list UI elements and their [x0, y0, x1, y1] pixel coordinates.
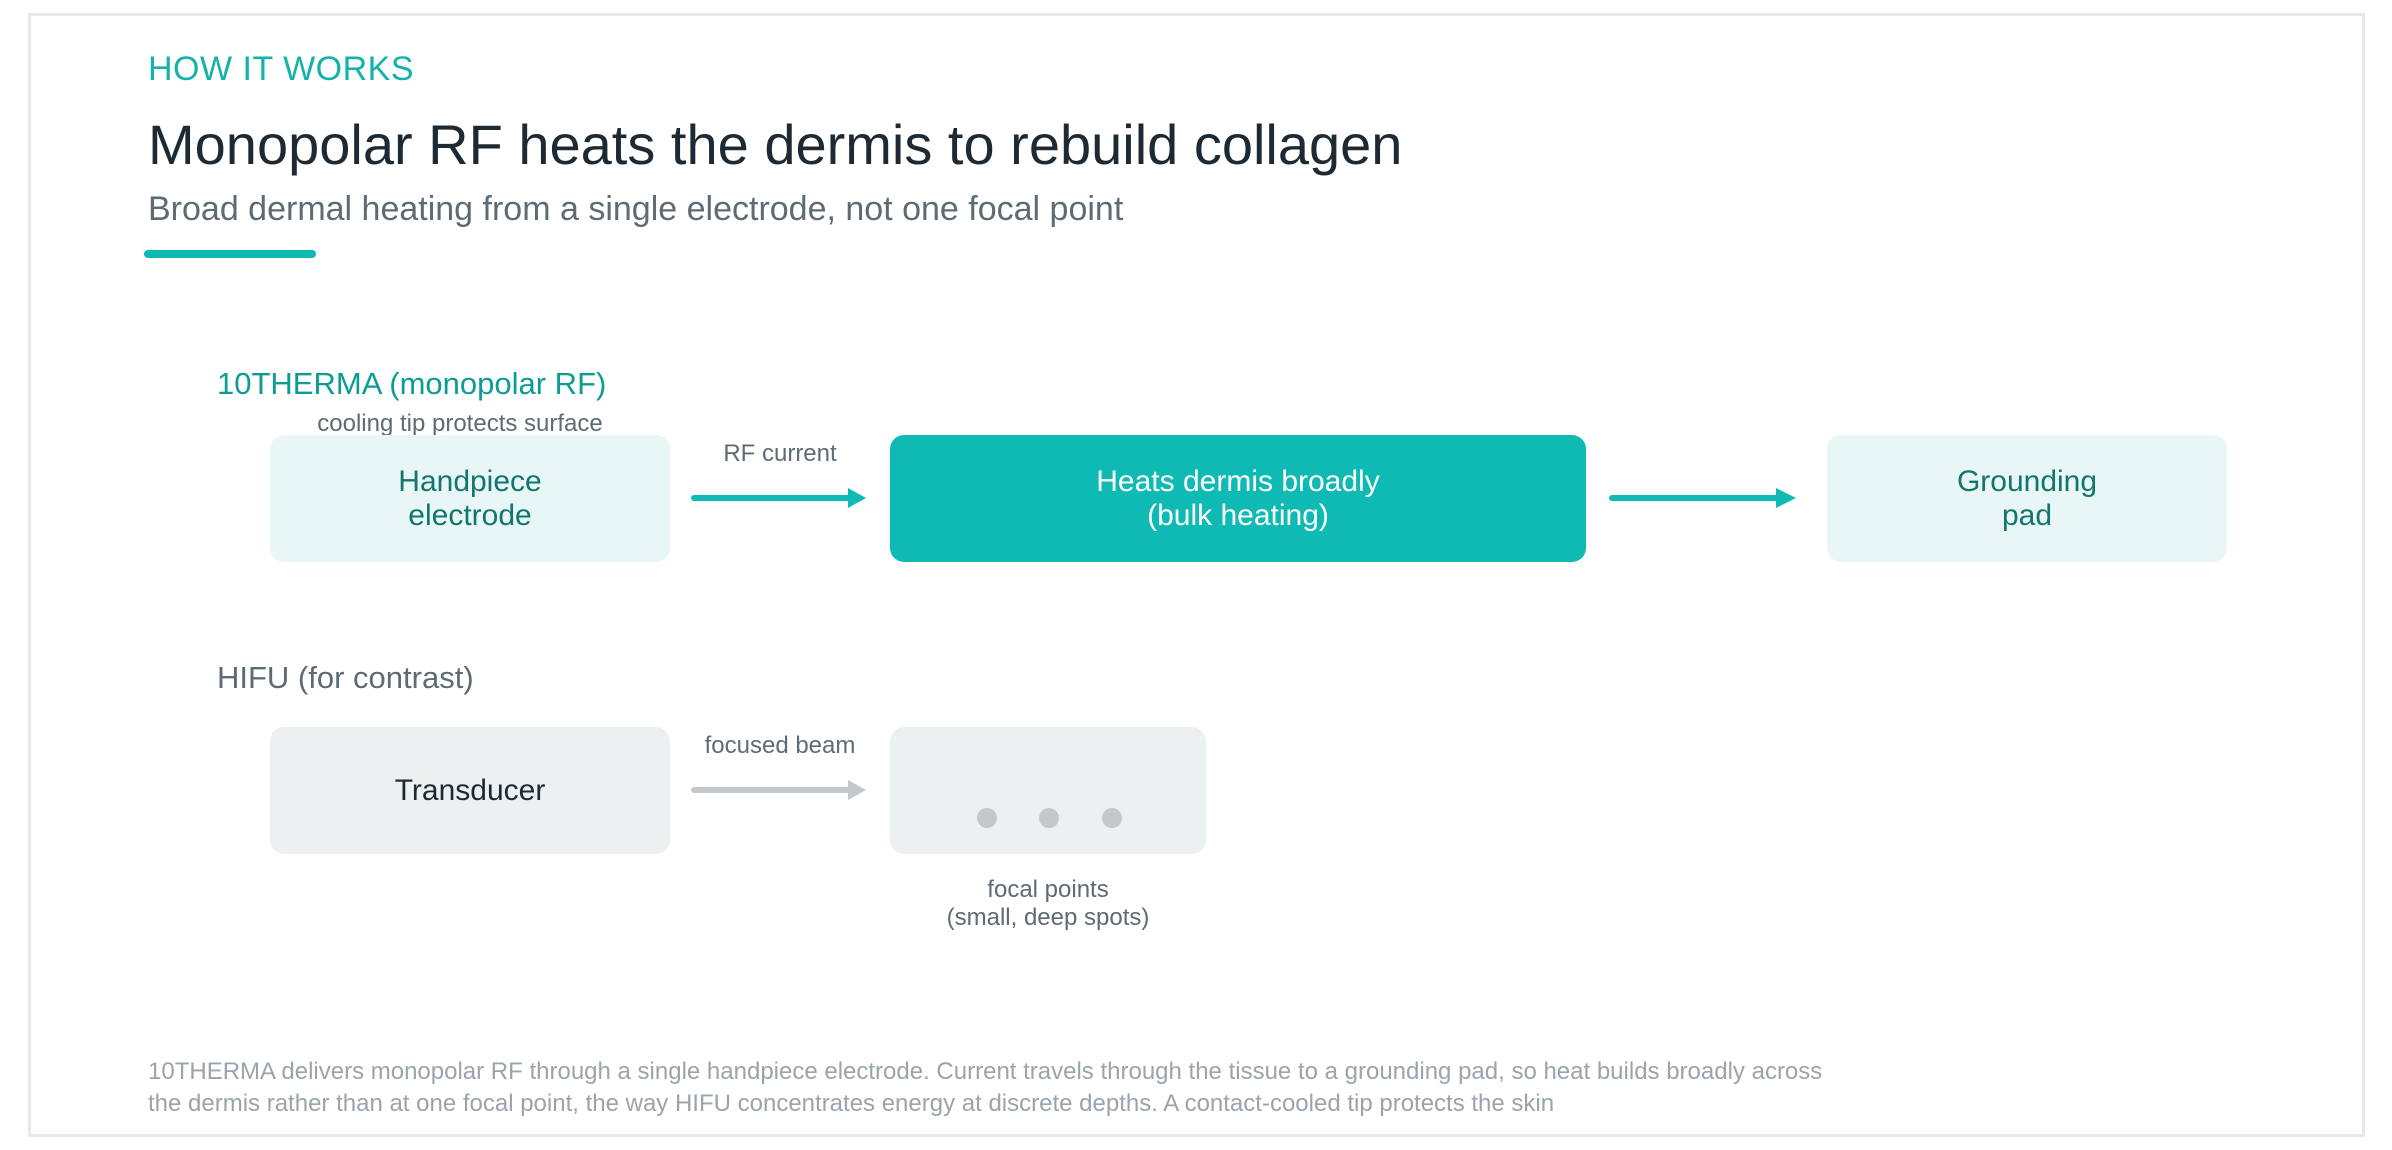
rf-current-arrow: [691, 488, 866, 508]
section-eyebrow: HOW IT WORKS: [148, 50, 415, 88]
cooling-tip-note: cooling tip protects surface: [317, 410, 603, 437]
focal-points-box: [890, 727, 1206, 854]
transducer-box: Transducer: [270, 727, 670, 854]
handpiece-electrode-box: Handpiece electrode: [270, 435, 670, 562]
focal-points-caption: focal points (small, deep spots): [946, 876, 1150, 931]
slide-frame: [28, 13, 2365, 1137]
footer-description: 10THERMA delivers monopolar RF through a…: [148, 1058, 1823, 1117]
hifu-row-label: HIFU (for contrast): [217, 660, 474, 695]
focused-beam-arrow: [691, 780, 866, 800]
focal-point-dot: [1102, 808, 1122, 828]
page-subtitle: Broad dermal heating from a single elect…: [148, 190, 1124, 228]
heats-dermis-box: Heats dermis broadly (bulk heating): [890, 435, 1586, 562]
page-title: Monopolar RF heats the dermis to rebuild…: [148, 113, 1403, 176]
rf-row-label: 10THERMA (monopolar RF): [217, 366, 607, 401]
focal-point-dot: [1039, 808, 1059, 828]
focal-point-dot: [977, 808, 997, 828]
title-accent-bar: [144, 250, 316, 258]
grounding-pad-box: Grounding pad: [1827, 435, 2227, 562]
to-grounding-arrow: [1609, 488, 1796, 508]
rf-current-label: RF current: [723, 440, 837, 467]
focused-beam-label: focused beam: [704, 732, 856, 759]
